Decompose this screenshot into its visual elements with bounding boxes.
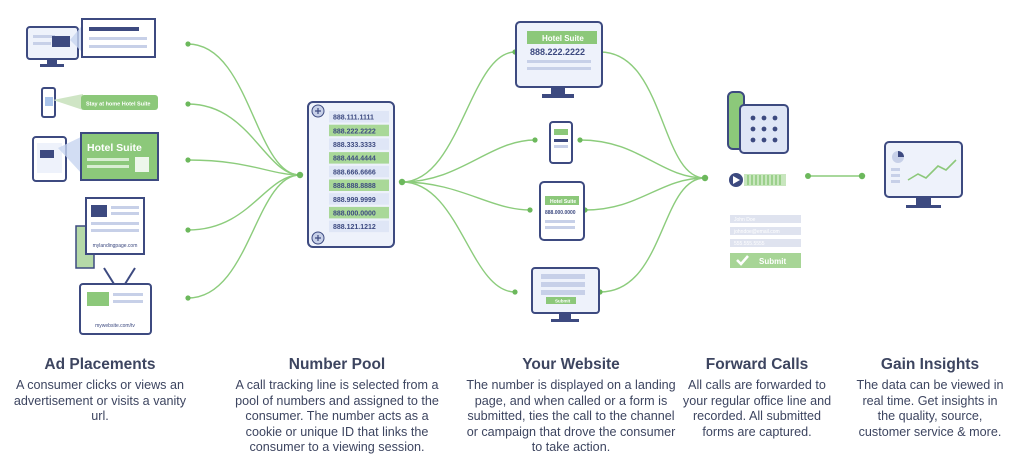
pool-number: 888.121.1212 — [333, 224, 376, 231]
website-desktop-number: 888.222.2222 — [530, 47, 585, 57]
connector-fwd-phone — [579, 139, 706, 179]
number-pool-description: A call tracking line is selected from a … — [235, 378, 439, 455]
pool-number: 888.888.8888 — [333, 183, 376, 190]
gain-insights-description: The data can be viewed in real time. Get… — [856, 378, 1004, 439]
pool-number: 888.333.3333 — [333, 142, 376, 149]
connector-fwd-tablet — [584, 177, 706, 211]
website-tablet-icon: Hotel Suite 888.000.0000 — [539, 181, 585, 241]
pool-row-bg — [329, 220, 389, 233]
connector-web-form — [401, 181, 516, 293]
pool-row-bg — [329, 138, 389, 150]
website-form-button: Submit — [555, 299, 571, 304]
office-phone-icon — [727, 91, 789, 154]
tablet-ad-title: Hotel Suite — [87, 142, 142, 154]
checkmark-icon — [736, 255, 749, 266]
number-pool-icon: 888.111.1111 888.222.2222 888.333.3333 888.… — [307, 101, 395, 248]
pool-row-bg — [329, 193, 389, 205]
website-tablet-title: Hotel Suite — [550, 199, 576, 205]
website-tablet-number: 888.000.0000 — [545, 210, 576, 216]
column-your-website: Your Website The number is displayed on … — [462, 356, 680, 456]
pool-number: 888.000.0000 — [333, 211, 376, 218]
website-desktop-icon: Hotel Suite 888.222.2222 — [515, 21, 603, 98]
gain-insights-title: Gain Insights — [880, 356, 980, 373]
connector-print-ad — [187, 174, 301, 231]
tv-ad-icon: mywebsite.com/tv — [79, 267, 152, 335]
website-form-desktop-icon: Submit — [531, 267, 600, 322]
form-field-phone: 555.555.5555 — [734, 241, 765, 247]
form-field-name: John Doe — [734, 217, 756, 223]
website-desktop-title: Hotel Suite — [542, 34, 584, 43]
connector-tv-ad — [187, 174, 301, 299]
connector-web-desktop — [401, 51, 516, 183]
analytics-monitor-icon — [884, 141, 963, 208]
pool-number: 888.444.4444 — [333, 156, 376, 163]
desktop-ad-icon — [26, 18, 156, 67]
column-forward-calls: Forward Calls All calls are forwarded to… — [680, 356, 834, 440]
column-number-pool: Number Pool A call tracking line is sele… — [230, 356, 444, 456]
ad-placements-description: A consumer clicks or views an advertisem… — [13, 378, 187, 424]
pool-number: 888.999.9999 — [333, 197, 376, 204]
website-phone-icon — [549, 121, 573, 164]
pool-row-bg — [329, 179, 389, 191]
connector-tablet-ad — [187, 159, 301, 176]
form-field-email: johndoe@email.com — [733, 229, 780, 235]
pool-row-bg — [329, 206, 389, 219]
pool-row-bg — [329, 152, 389, 164]
print-ad-icon: mylandingpage.com — [75, 197, 145, 269]
tablet-ad-icon: Hotel Suite — [32, 132, 159, 182]
form-submit-label: Submit — [759, 257, 786, 266]
your-website-description: The number is displayed on a landing pag… — [466, 378, 676, 455]
print-ad-url: mylandingpage.com — [93, 243, 138, 249]
pool-row-bg — [329, 165, 389, 178]
connector-web-phone — [401, 139, 536, 183]
banner-ad-text: Stay at home Hotel Suite — [86, 102, 151, 108]
flow-diagram: Stay at home Hotel Suite Hotel Suite myl… — [26, 18, 963, 335]
recording-player-icon — [729, 173, 786, 187]
your-website-title: Your Website — [522, 356, 620, 373]
captured-form-icon: John Doe johndoe@email.com 555.555.5555 … — [730, 215, 801, 268]
connector-fwd-form — [599, 177, 706, 293]
connector-desktop-ad — [187, 43, 301, 176]
connector-web-tablet — [401, 181, 531, 211]
column-gain-insights: Gain Insights The data can be viewed in … — [852, 356, 1008, 440]
pool-number: 888.222.2222 — [333, 128, 376, 135]
pool-row-bg — [329, 124, 389, 137]
pool-number: 888.111.1111 — [333, 115, 374, 122]
forward-calls-title: Forward Calls — [705, 356, 809, 373]
number-pool-title: Number Pool — [288, 356, 386, 373]
column-ad-placements: Ad Placements A consumer clicks or views… — [10, 356, 190, 425]
pool-number: 888.666.6666 — [333, 169, 376, 176]
connector-fwd-desktop — [599, 51, 706, 179]
tv-ad-url: mywebsite.com/tv — [95, 323, 135, 329]
pool-row-bg — [329, 111, 389, 123]
ad-placements-title: Ad Placements — [44, 356, 156, 373]
mobile-banner-ad-icon: Stay at home Hotel Suite — [41, 87, 158, 118]
forward-calls-description: All calls are forwarded to your regular … — [682, 378, 832, 439]
play-icon — [733, 176, 740, 184]
connector-phone-ad — [187, 103, 301, 176]
